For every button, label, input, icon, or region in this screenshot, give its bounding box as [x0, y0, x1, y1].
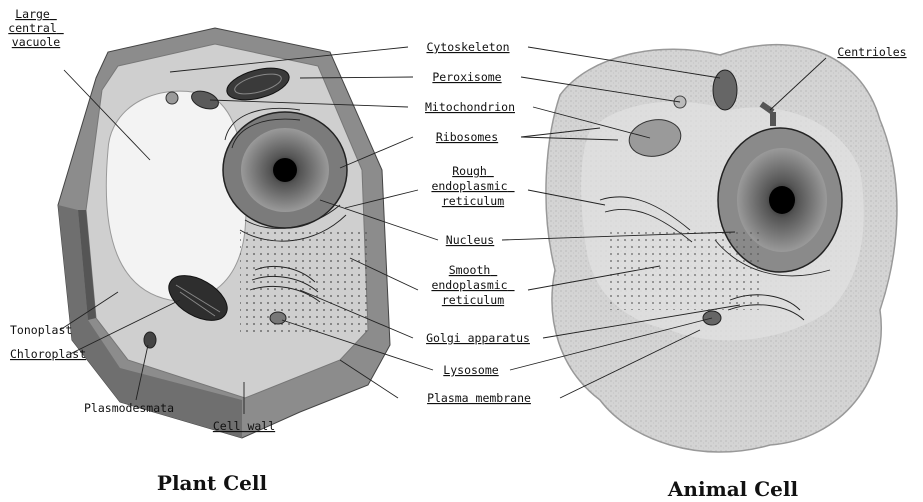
label-plasmodesmata: Plasmodesmata: [84, 401, 174, 415]
label-ribosomes: Ribosomes: [436, 130, 498, 144]
plant-cell-illustration: [58, 28, 390, 438]
label-tonoplast: Tonoplast: [10, 323, 72, 337]
label-peroxisome: Peroxisome: [432, 70, 501, 84]
label-plasma-membrane: Plasma membrane: [427, 391, 531, 405]
label-lysosome: Lysosome: [443, 363, 498, 377]
label-chloroplast: Chloroplast: [10, 347, 86, 361]
label-mitochondrion: Mitochondrion: [425, 100, 515, 114]
label-centrioles: Centrioles: [837, 45, 906, 59]
label-cytoskeleton: Cytoskeleton: [426, 40, 509, 54]
label-golgi-apparatus: Golgi apparatus: [426, 331, 530, 345]
caption-plant-cell: Plant Cell: [157, 471, 268, 495]
caption-animal-cell: Animal Cell: [667, 477, 799, 501]
animal-cell-illustration: [546, 45, 897, 452]
label-nucleus: Nucleus: [446, 233, 494, 247]
label-rough-er: Rough endoplasmic reticulum: [431, 164, 514, 208]
label-cell-wall: Cell wall: [213, 419, 275, 433]
label-smooth-er: Smooth endoplasmic reticulum: [431, 263, 514, 307]
plant-vacuole: [106, 91, 246, 300]
label-large-central-vacuole: Large central vacuole: [8, 7, 63, 49]
